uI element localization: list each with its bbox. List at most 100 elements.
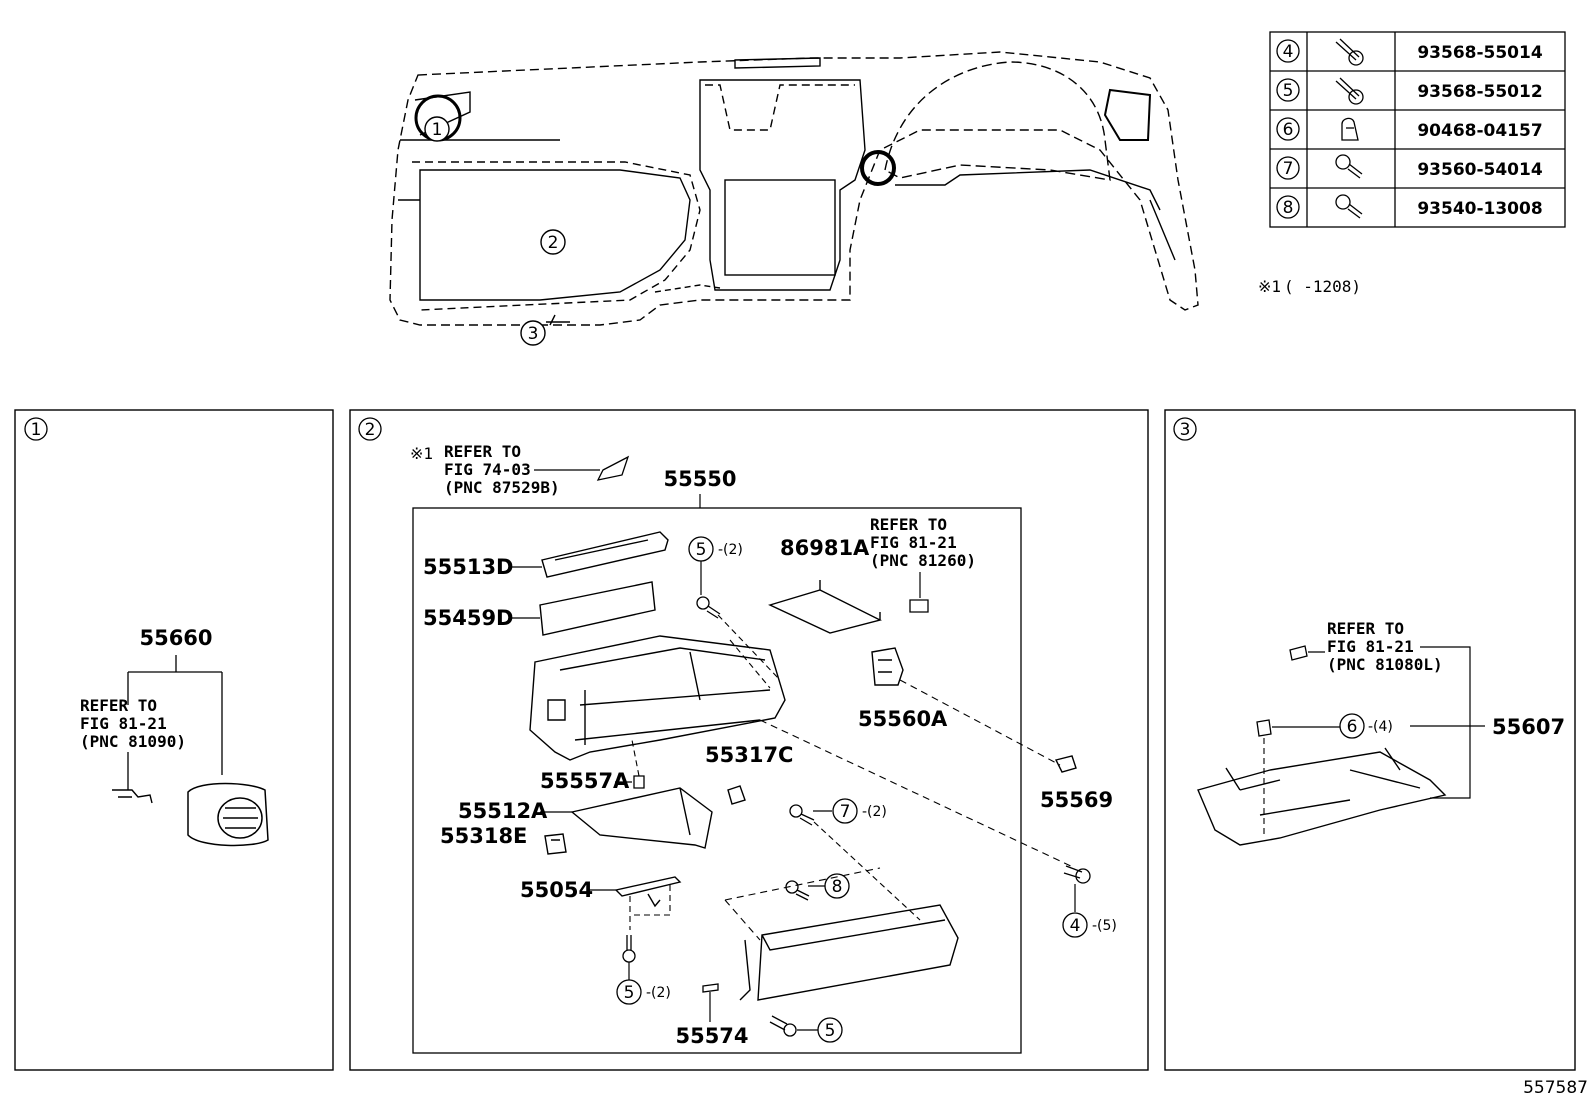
fastener-table (1269, 31, 1566, 228)
part-55513D-label[interactable]: 55513D (423, 555, 514, 579)
part-55054-shape[interactable] (614, 876, 682, 908)
air-vent-55660[interactable] (187, 782, 269, 847)
part-55459D-shape[interactable] (539, 581, 656, 636)
assembly-55550-label[interactable]: 55550 (663, 467, 736, 491)
svg-text:6: 6 (1283, 120, 1294, 140)
overview-callout-3[interactable]: 3 (520, 320, 546, 346)
dashboard-overview (389, 51, 1199, 326)
screw-icon (789, 804, 815, 826)
fastener-6-qty-4-callout[interactable]: 6 -(4) (1339, 713, 1393, 739)
panel-3-refer-line-1: REFER TO (1327, 619, 1404, 638)
part-55513D-shape[interactable] (541, 531, 669, 578)
bolt-icon (1063, 865, 1091, 884)
fastener-5-qty-2-callout[interactable]: 5 -(2) (688, 536, 743, 562)
panel-1-refer-line-2: FIG 81-21 (80, 714, 167, 733)
connector-icon (909, 599, 929, 613)
svg-text:4: 4 (1283, 42, 1294, 62)
fastener-7-qty-2-callout[interactable]: 7 -(2) (832, 798, 887, 824)
bolt-icon (785, 880, 810, 901)
overview-callout-1[interactable]: 1 (424, 116, 450, 142)
svg-text:-(5): -(5) (1092, 918, 1117, 934)
panel-2-refer-top-3: (PNC 87529B) (444, 478, 560, 497)
bolt-icon (1335, 38, 1364, 66)
part-55560A-label[interactable]: 55560A (858, 707, 948, 731)
part-55569-label[interactable]: 55569 (1040, 788, 1113, 812)
fastener-8-callout[interactable]: 8 (824, 873, 850, 899)
part-55054-label[interactable]: 55054 (520, 878, 593, 902)
part-55569-shape[interactable] (1054, 755, 1077, 773)
dashboard-outline (389, 51, 1199, 326)
svg-text:5: 5 (1283, 81, 1294, 101)
screw-icon (1335, 154, 1363, 179)
clip-icon (1341, 117, 1359, 141)
panel-2-refer-right-2: FIG 81-21 (870, 533, 957, 552)
part-55660-label[interactable]: 55660 (139, 626, 212, 650)
svg-text:5: 5 (624, 983, 635, 1003)
fastener-5-bottom-callout[interactable]: 5 (817, 1017, 843, 1043)
fastener-4-qty-5-callout[interactable]: 4 -(5) (1062, 912, 1117, 938)
bolt-icon (696, 596, 721, 619)
panel-2-refer-right-1: REFER TO (870, 515, 947, 534)
part-55574-shape[interactable] (702, 983, 719, 993)
part-55574-label[interactable]: 55574 (675, 1024, 748, 1048)
clip-icon (1256, 719, 1272, 737)
part-55318E-shape[interactable] (544, 833, 567, 855)
note-text: ( -1208) (1284, 277, 1361, 296)
svg-text:-(2): -(2) (862, 804, 887, 820)
svg-text:2: 2 (365, 420, 376, 440)
part-55318E-label[interactable]: 55318E (440, 824, 527, 848)
panel-1-refer-line-3: (PNC 81090) (80, 732, 186, 751)
bolt-icon (769, 1015, 797, 1037)
part-55512A-shape[interactable] (570, 787, 713, 849)
part-55317C-shape[interactable] (727, 785, 746, 805)
svg-text:5: 5 (696, 540, 707, 560)
svg-text:8: 8 (1283, 198, 1294, 218)
panel-2-refer-top-2: FIG 74-03 (444, 460, 531, 479)
part-55512A-label[interactable]: 55512A (458, 799, 548, 823)
diagram-id: 557587 (1523, 1078, 1588, 1098)
part-55557A-label[interactable]: 55557A (540, 769, 630, 793)
svg-text:5: 5 (825, 1021, 836, 1041)
panel-3-refer-line-3: (PNC 81080L) (1327, 655, 1443, 674)
fastener-row-5[interactable]: 5 93568-55012 (1276, 77, 1543, 105)
part-86981A-label[interactable]: 86981A (780, 536, 870, 560)
lower-panel-55607[interactable] (1197, 747, 1447, 846)
glovebox-housing[interactable] (529, 635, 786, 761)
svg-text:3: 3 (1180, 420, 1191, 440)
fastener-row-8[interactable]: 8 93540-13008 (1276, 194, 1543, 219)
overview-callout-2[interactable]: 2 (540, 229, 566, 255)
svg-text:1: 1 (432, 120, 443, 140)
fastener-5-qty-2-lower-callout[interactable]: 5 -(2) (616, 979, 671, 1005)
assembly-55550-frame (412, 507, 1022, 1054)
fastener-row-7[interactable]: 7 93560-54014 (1276, 154, 1543, 180)
svg-text:93540-13008: 93540-13008 (1417, 199, 1542, 219)
svg-text:-(2): -(2) (646, 985, 671, 1001)
glovebox-door[interactable] (739, 904, 959, 1001)
fastener-row-6[interactable]: 6 90468-04157 (1276, 117, 1543, 141)
svg-text:2: 2 (548, 233, 559, 253)
svg-text:3: 3 (528, 324, 539, 344)
svg-text:4: 4 (1070, 916, 1081, 936)
panel-3-frame (1164, 409, 1576, 1071)
part-55317C-label[interactable]: 55317C (705, 743, 793, 767)
svg-text:93568-55012: 93568-55012 (1417, 82, 1542, 102)
svg-text:7: 7 (840, 802, 851, 822)
svg-text:-(4): -(4) (1368, 719, 1393, 735)
panel-3-refer-line-2: FIG 81-21 (1327, 637, 1414, 656)
svg-text:90468-04157: 90468-04157 (1417, 121, 1542, 141)
panel-2-note-mark: ※1 (410, 444, 433, 463)
part-55557A-shape[interactable] (633, 775, 645, 789)
part-55607-label[interactable]: 55607 (1492, 715, 1565, 739)
fastener-row-4[interactable]: 4 93568-55014 (1276, 38, 1543, 66)
svg-text:93560-54014: 93560-54014 (1417, 160, 1543, 180)
panel-2-refer-top-1: REFER TO (444, 442, 521, 461)
part-55459D-label[interactable]: 55459D (423, 606, 514, 630)
svg-text:6: 6 (1347, 717, 1358, 737)
part-55560A-shape[interactable] (871, 647, 904, 686)
glovebox-area (419, 169, 691, 301)
bolt-icon (1335, 77, 1364, 105)
part-86981A-shape[interactable] (768, 580, 882, 634)
bolt-icon (1335, 194, 1363, 219)
connector-icon (1289, 645, 1308, 661)
